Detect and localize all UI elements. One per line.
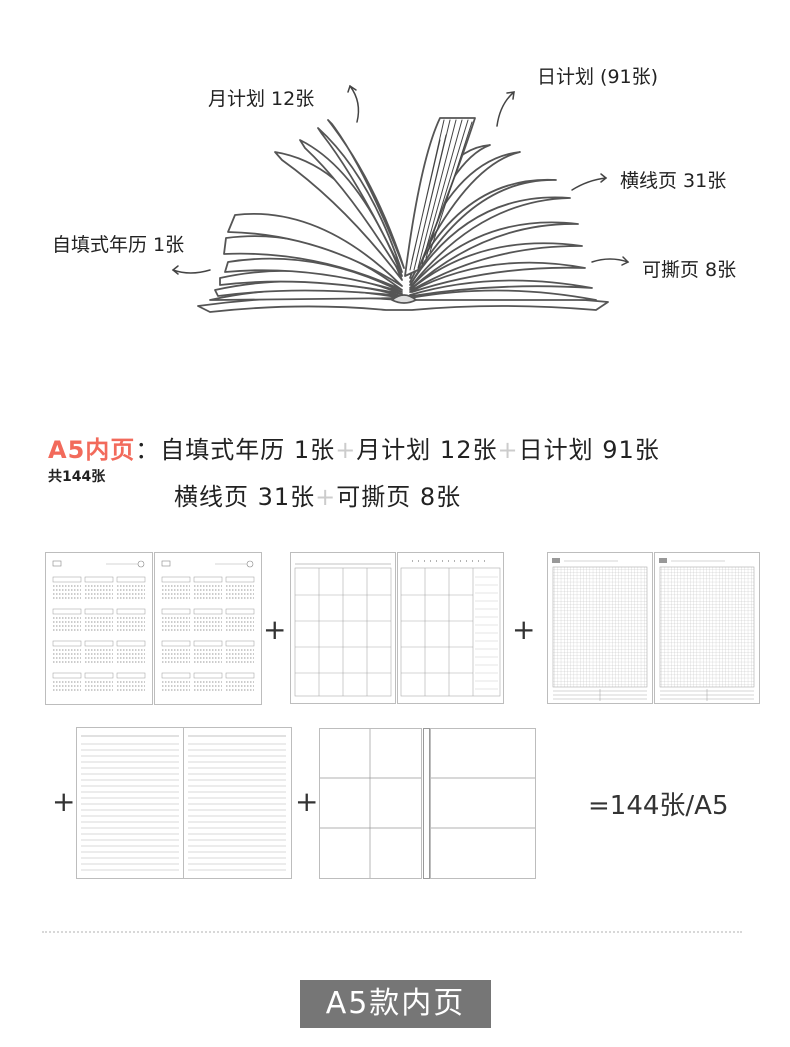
lined-graphic (81, 735, 179, 871)
item-lined: 横线页 31张 (174, 483, 316, 511)
calendar-page-left (45, 552, 153, 705)
daily-grid-graphic (552, 558, 648, 701)
plus-sign-2: + (512, 613, 536, 646)
tearoff-graphic (431, 777, 535, 829)
plus-sign: + (497, 436, 519, 464)
tearoff-page-left (319, 728, 422, 879)
calendar-grid-graphic (161, 560, 255, 691)
monthly-plan-label: 月计划 12张 (208, 88, 315, 110)
tearoff-page-spine (423, 728, 430, 879)
total-count: 共144张 (48, 469, 106, 485)
monthly-page-right (397, 552, 504, 704)
lined-page-right (183, 727, 292, 879)
calendar-grid-graphic (52, 560, 146, 691)
open-book-illustration (171, 84, 630, 313)
daily-page-right (654, 552, 760, 704)
dotted-divider (42, 931, 742, 933)
plus-sign: + (315, 483, 337, 511)
total-result: =144张/A5 (588, 791, 729, 821)
plus-sign-3: + (52, 785, 76, 818)
calendar-page-right (154, 552, 262, 705)
item-tearoff: 可撕页 8张 (336, 483, 462, 511)
summary-line-1: A5内页：自填式年历 1张+月计划 12张+日计划 91张 (48, 430, 660, 465)
summary-colon: ： (135, 436, 161, 464)
item-monthly: 月计划 12张 (356, 436, 498, 464)
daily-grid-graphic (659, 558, 755, 701)
monthly-page-left (290, 552, 396, 704)
daily-plan-label: 日计划 (91张) (537, 66, 659, 88)
summary-line-2: 横线页 31张+可撕页 8张 (174, 477, 461, 512)
a5-insert-tag: A5款内页 (300, 980, 491, 1028)
plus-sign: + (335, 436, 357, 464)
lined-page-left (76, 727, 184, 879)
a5-insert-title: A5内页 (48, 436, 136, 464)
plus-sign-1: + (263, 613, 287, 646)
tearoff-graphic (320, 729, 421, 878)
daily-page-left (547, 552, 653, 704)
monthly-grid-graphic (294, 563, 392, 697)
plus-sign-4: + (295, 785, 319, 818)
tearoff-page-right (430, 728, 536, 879)
item-daily: 日计划 91张 (518, 436, 660, 464)
calendar-label: 自填式年历 1张 (52, 234, 185, 256)
item-calendar: 自填式年历 1张 (160, 436, 336, 464)
monthly-grid-graphic (400, 560, 501, 697)
tearoff-page-label: 可撕页 8张 (642, 259, 737, 281)
lined-graphic (188, 735, 286, 871)
lined-page-label: 横线页 31张 (620, 170, 727, 192)
